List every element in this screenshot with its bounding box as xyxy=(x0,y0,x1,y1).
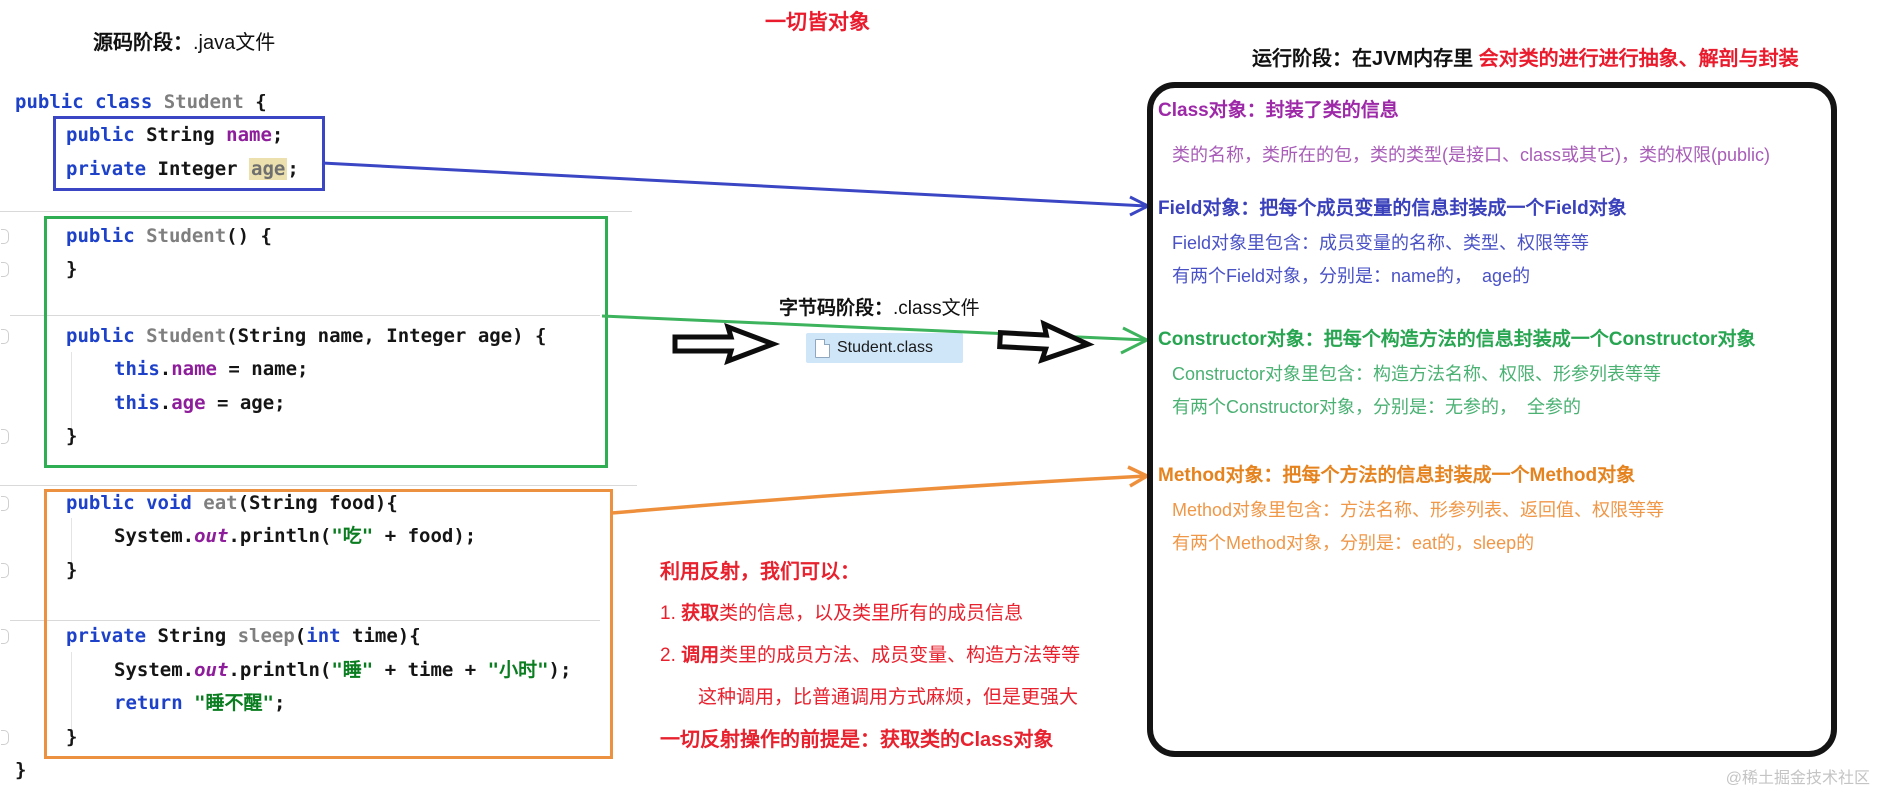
runtime-section-class: Class对象：封装了类的信息类的名称，类所在的包，类的类型(是接口、class… xyxy=(1158,96,1827,172)
reflection-note-item: 2. 调用类里的成员方法、成员变量、构造方法等等 xyxy=(660,645,1081,666)
fields-group-box xyxy=(53,116,325,191)
indent-guide xyxy=(71,652,72,736)
load-block-arrow-icon xyxy=(997,319,1095,364)
code-line: public void eat(String food){ xyxy=(66,491,398,514)
source-stage-heading-bold: 源码阶段： xyxy=(93,32,193,54)
reflection-note-item: 1. 获取类的信息，以及类里所有的成员信息 xyxy=(660,603,1024,624)
bytecode-stage-heading-normal: .class文件 xyxy=(893,298,980,319)
class-object-heading: Class对象：封装了类的信息 xyxy=(1158,100,1399,121)
constructors-group-box xyxy=(44,216,608,468)
code-line: } xyxy=(66,558,78,581)
reflection-notes-title: 利用反射，我们可以： xyxy=(660,561,860,583)
indent-guide xyxy=(71,352,72,434)
document-icon xyxy=(815,338,830,358)
fold-marker-icon[interactable] xyxy=(1,562,9,578)
method-separator xyxy=(10,620,600,621)
bytecode-stage-heading-bold: 字节码阶段： xyxy=(779,298,894,319)
java-source-editor: public class Student { public String name… xyxy=(0,0,650,792)
everything-is-object-slogan: 一切皆对象 xyxy=(765,11,870,34)
method-separator xyxy=(10,315,600,316)
student-class-file-label: Student.class xyxy=(837,339,934,356)
source-stage-heading: 源码阶段：.java文件 xyxy=(93,26,275,55)
code-line: private String sleep(int time){ xyxy=(66,625,421,648)
jvm-runtime-box: Class对象：封装了类的信息类的名称，类所在的包，类的类型(是接口、class… xyxy=(1147,82,1837,757)
reflection-notes-footer: 一切反射操作的前提是：获取类的Class对象 xyxy=(660,729,1054,751)
method-separator xyxy=(0,211,632,212)
runtime-stage-heading: 运行阶段：在JVM内存里 会对类的进行进行抽象、解剖与封装 xyxy=(1252,42,1799,71)
code-line: } xyxy=(15,759,27,781)
compile-block-arrow-icon xyxy=(672,322,781,366)
fold-marker-icon[interactable] xyxy=(1,262,9,277)
code-line: public Student() { xyxy=(66,224,272,247)
runtime-section-method: Method对象：把每个方法的信息封装成一个Method对象 Method对象里包… xyxy=(1158,461,1827,560)
fold-marker-icon[interactable] xyxy=(1,729,9,745)
fold-marker-icon[interactable] xyxy=(1,429,9,444)
code-line: public String name; xyxy=(66,124,284,147)
fold-marker-icon[interactable] xyxy=(1,629,9,645)
runtime-stage-heading-black: 运行阶段：在JVM内存里 xyxy=(1252,48,1474,70)
code-line: public class Student { xyxy=(15,91,267,113)
code-line: System.out.println("吃" + food); xyxy=(114,525,477,548)
class-object-detail: 类的名称，类所在的包，类的类型(是接口、class或其它)，类的权限(publi… xyxy=(1172,145,1771,165)
source-stage-heading-normal: .java文件 xyxy=(193,32,276,54)
code-line: this.name = name; xyxy=(114,358,309,381)
reflection-notes: 利用反射，我们可以： 1. 获取类的信息，以及类里所有的成员信息 2. 调用类里的… xyxy=(660,560,1160,754)
field-object-detail: 有两个Field对象，分别是：name的， age的 xyxy=(1172,266,1531,286)
methods-group-box xyxy=(44,489,613,759)
fold-marker-icon[interactable] xyxy=(1,228,9,244)
watermark: @稀土掘金技术社区 xyxy=(1725,770,1870,787)
reflection-note-item: 这种调用，比普通调用方式麻烦，但是更强大 xyxy=(698,687,1079,708)
field-object-heading: Field对象：把每个成员变量的信息封装成一个Field对象 xyxy=(1158,198,1627,219)
constructor-object-detail: 有两个Constructor对象，分别是：无参的， 全参的 xyxy=(1172,397,1582,417)
bytecode-stage-heading: 字节码阶段：.class文件 xyxy=(779,293,980,320)
code-line: System.out.println("睡" + time + "小时"); xyxy=(114,658,572,681)
indent-guide xyxy=(71,518,72,570)
fold-marker-icon[interactable] xyxy=(1,495,9,511)
code-line: public Student(String name, Integer age)… xyxy=(66,324,547,347)
code-line: } xyxy=(66,425,78,447)
constructor-object-detail: Constructor对象里包含：构造方法名称、权限、形参列表等等 xyxy=(1172,364,1662,384)
method-arrow xyxy=(611,465,1151,515)
fold-marker-icon[interactable] xyxy=(1,328,9,344)
runtime-stage-heading-red: 会对类的进行进行抽象、解剖与封装 xyxy=(1473,48,1799,70)
code-line: this.age = age; xyxy=(114,391,286,414)
method-object-detail: 有两个Method对象，分别是：eat的，sleep的 xyxy=(1172,533,1535,553)
method-separator xyxy=(0,485,637,486)
student-class-file-item[interactable]: Student.class xyxy=(806,333,963,363)
method-object-heading: Method对象：把每个方法的信息封装成一个Method对象 xyxy=(1158,465,1636,486)
code-line: } xyxy=(66,258,78,280)
method-object-detail: Method对象里包含：方法名称、形参列表、返回值、权限等等 xyxy=(1172,500,1665,520)
code-line: } xyxy=(66,725,78,748)
code-line: return "睡不醒"; xyxy=(114,692,286,715)
constructor-object-heading: Constructor对象：把每个构造方法的信息封装成一个Constructor… xyxy=(1158,329,1756,350)
runtime-section-constructor: Constructor对象：把每个构造方法的信息封装成一个Constructor… xyxy=(1158,325,1827,424)
code-line: private Integer age; xyxy=(66,157,299,180)
runtime-section-field: Field对象：把每个成员变量的信息封装成一个Field对象 Field对象里包含… xyxy=(1158,194,1827,293)
field-object-detail: Field对象里包含：成员变量的名称、类型、权限等等 xyxy=(1172,233,1590,253)
